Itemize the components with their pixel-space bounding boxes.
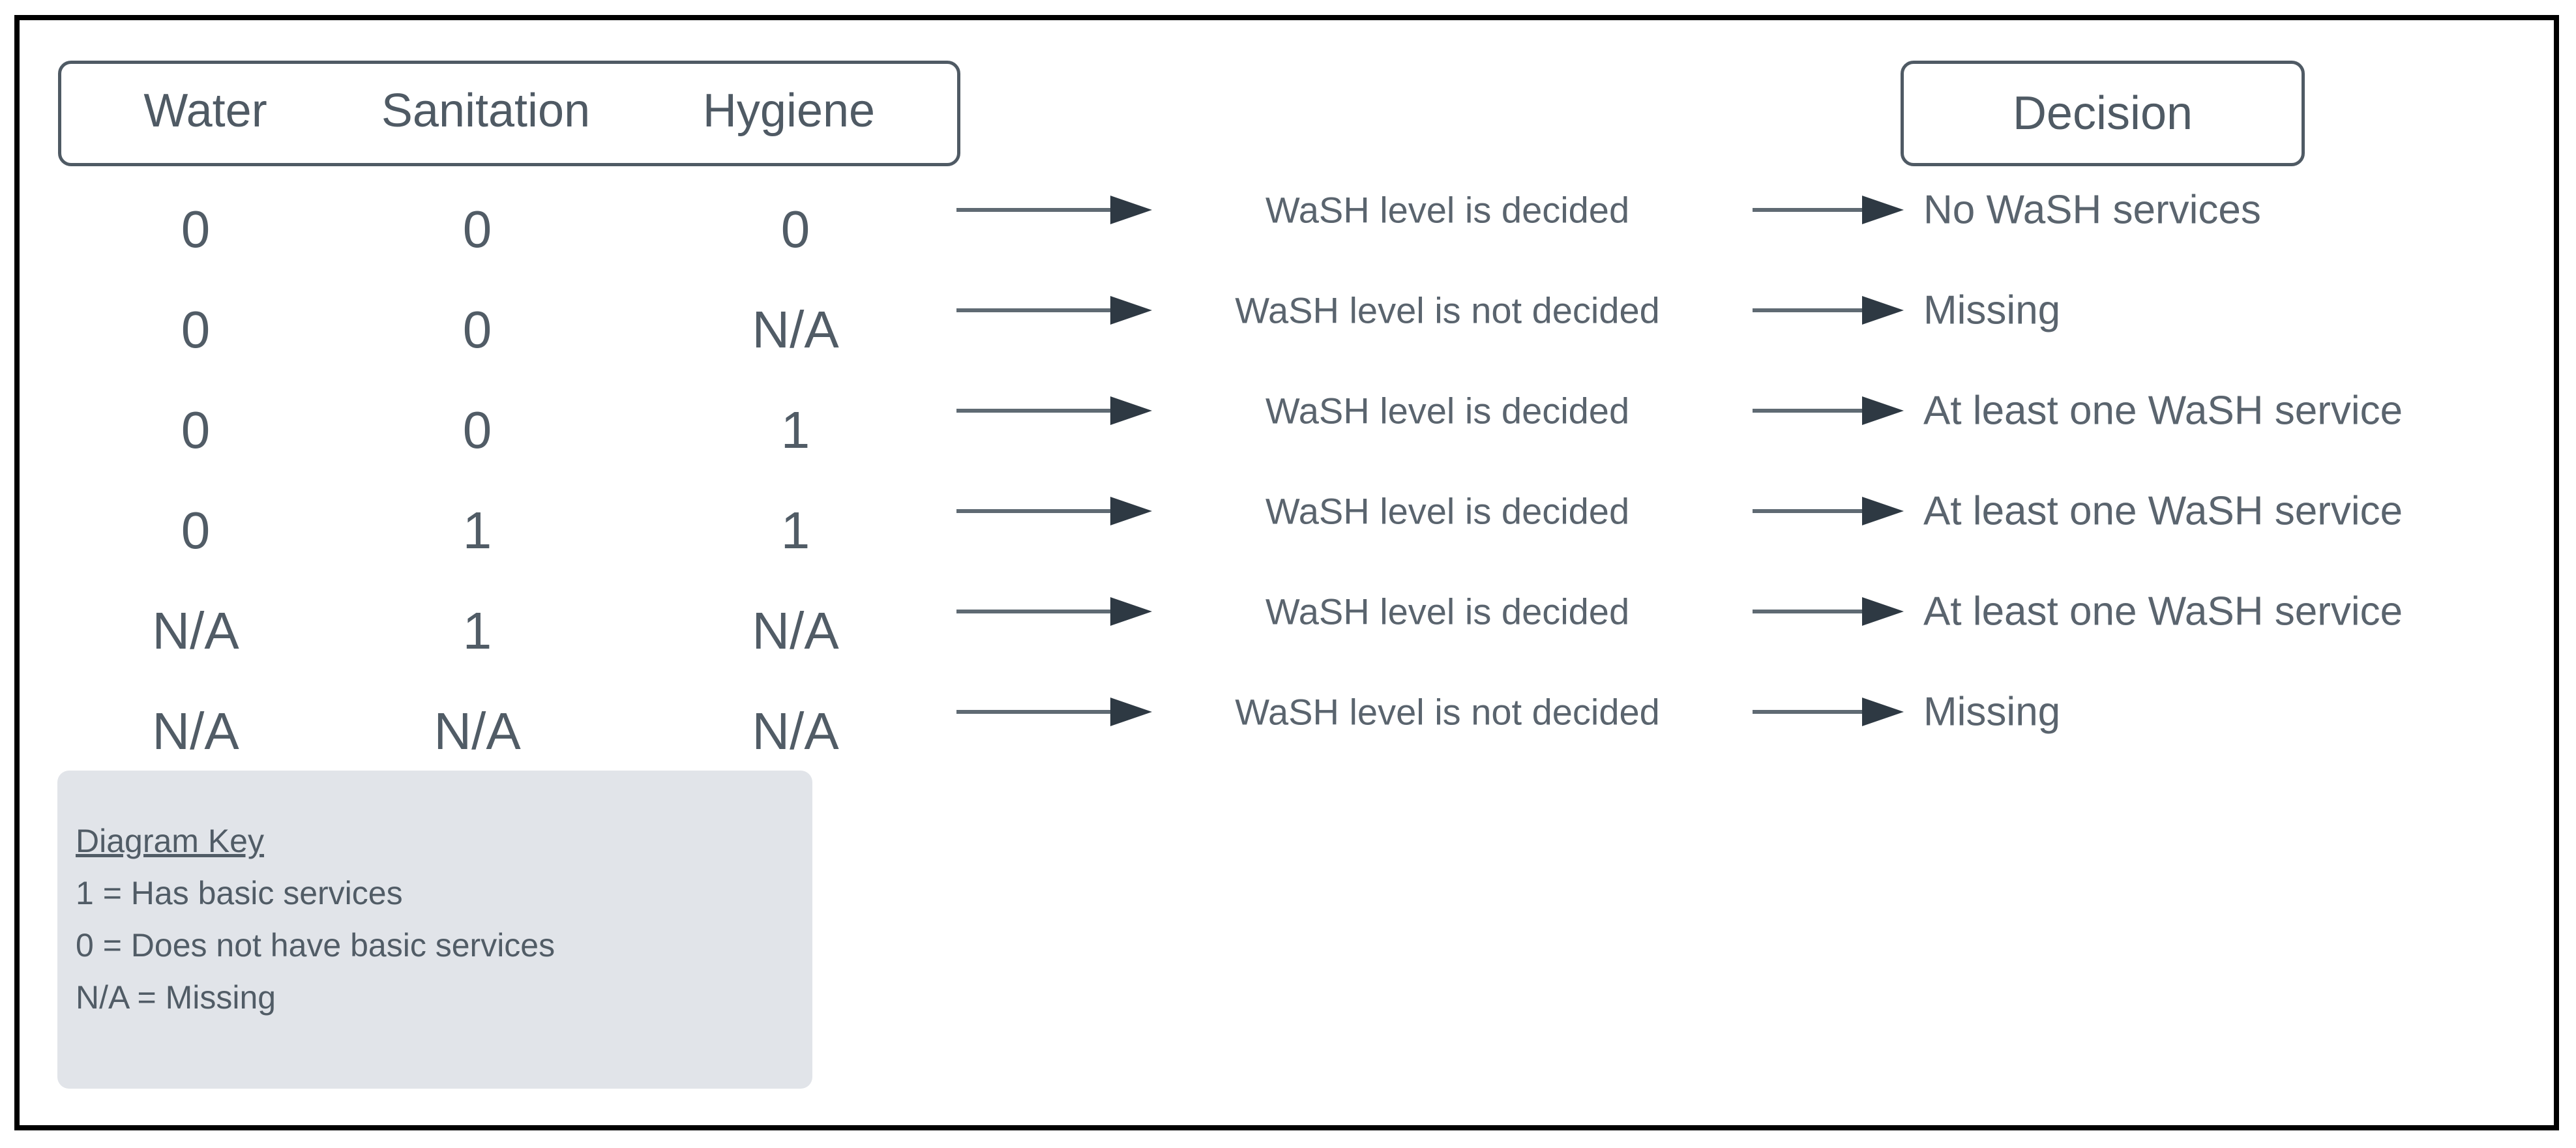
diagram-key-entry: N/A = Missing	[76, 979, 276, 1016]
diagram-key-title: Diagram Key	[76, 823, 264, 859]
table-cell-sanitation: 1	[462, 501, 492, 559]
flow-arrow	[1753, 396, 1904, 425]
decision-header-label: Decision	[2012, 87, 2193, 140]
arrow-right-icon	[1862, 597, 1904, 626]
decision-label: At least one WaSH service	[1923, 388, 2403, 434]
table-cell-sanitation: 1	[462, 602, 492, 660]
column-header-sanitation: Sanitation	[381, 85, 591, 137]
arrow-shaft	[1753, 409, 1870, 413]
arrow-shaft	[956, 509, 1118, 513]
arrow-shaft	[956, 710, 1118, 714]
arrow-shaft	[1753, 710, 1870, 714]
column-header-water: Water	[143, 85, 267, 137]
diagram-key-title-line: Diagram Key	[76, 815, 793, 867]
table-cell-sanitation: 0	[462, 301, 492, 359]
table-cell-hygiene: 1	[780, 401, 810, 459]
flow-arrow	[956, 698, 1152, 726]
status-label: WaSH level is decided	[1265, 189, 1630, 231]
flow-arrow	[1753, 597, 1904, 626]
column-header-hygiene: Hygiene	[702, 85, 876, 137]
arrow-right-icon	[1862, 698, 1904, 726]
diagram-key-box: Diagram Key 1 = Has basic services 0 = D…	[57, 771, 812, 1089]
decision-label: At least one WaSH service	[1923, 589, 2403, 634]
decision-label: No WaSH services	[1923, 187, 2261, 233]
arrow-right-icon	[1110, 396, 1152, 425]
flow-arrow	[956, 497, 1152, 525]
arrow-shaft	[956, 610, 1118, 613]
table-cell-water: N/A	[152, 702, 239, 760]
input-columns-header-box: Water Sanitation Hygiene	[58, 61, 960, 166]
arrow-shaft	[1753, 509, 1870, 513]
table-cell-sanitation: 0	[462, 401, 492, 459]
arrow-right-icon	[1110, 196, 1152, 224]
flow-arrow	[1753, 497, 1904, 525]
table-cell-water: 0	[181, 301, 211, 359]
table-cell-hygiene: 1	[780, 501, 810, 559]
status-label: WaSH level is decided	[1265, 591, 1630, 632]
diagram-key-entry: 1 = Has basic services	[76, 875, 403, 911]
status-label: WaSH level is decided	[1265, 490, 1630, 532]
arrow-right-icon	[1862, 296, 1904, 325]
table-cell-water: 0	[181, 200, 211, 258]
arrow-right-icon	[1110, 698, 1152, 726]
status-label: WaSH level is not decided	[1235, 289, 1660, 331]
table-cell-water: N/A	[152, 602, 239, 660]
arrow-right-icon	[1110, 597, 1152, 626]
arrow-right-icon	[1110, 296, 1152, 325]
decision-label: Missing	[1923, 287, 2061, 333]
arrow-shaft	[1753, 610, 1870, 613]
table-cell-hygiene: 0	[780, 200, 810, 258]
flow-arrow	[1753, 296, 1904, 325]
flow-arrow	[1753, 698, 1904, 726]
decision-header-box: Decision	[1901, 61, 2305, 166]
diagram-outer-frame	[14, 15, 2559, 1130]
flow-arrow	[956, 196, 1152, 224]
table-cell-hygiene: N/A	[752, 301, 839, 359]
arrow-shaft	[956, 308, 1118, 312]
flow-arrow	[1753, 196, 1904, 224]
table-cell-water: 0	[181, 401, 211, 459]
arrow-shaft	[1753, 208, 1870, 212]
decision-label: Missing	[1923, 689, 2061, 735]
arrow-right-icon	[1862, 196, 1904, 224]
table-cell-hygiene: N/A	[752, 702, 839, 760]
arrow-shaft	[1753, 308, 1870, 312]
arrow-right-icon	[1862, 497, 1904, 525]
table-cell-sanitation: N/A	[434, 702, 521, 760]
status-label: WaSH level is not decided	[1235, 691, 1660, 733]
arrow-right-icon	[1862, 396, 1904, 425]
table-cell-hygiene: N/A	[752, 602, 839, 660]
arrow-right-icon	[1110, 497, 1152, 525]
arrow-shaft	[956, 409, 1118, 413]
arrow-shaft	[956, 208, 1118, 212]
decision-label: At least one WaSH service	[1923, 488, 2403, 534]
table-cell-sanitation: 0	[462, 200, 492, 258]
flow-arrow	[956, 396, 1152, 425]
flow-arrow	[956, 296, 1152, 325]
table-cell-water: 0	[181, 501, 211, 559]
status-label: WaSH level is decided	[1265, 390, 1630, 432]
diagram-key-entry: 0 = Does not have basic services	[76, 927, 555, 964]
flow-arrow	[956, 597, 1152, 626]
